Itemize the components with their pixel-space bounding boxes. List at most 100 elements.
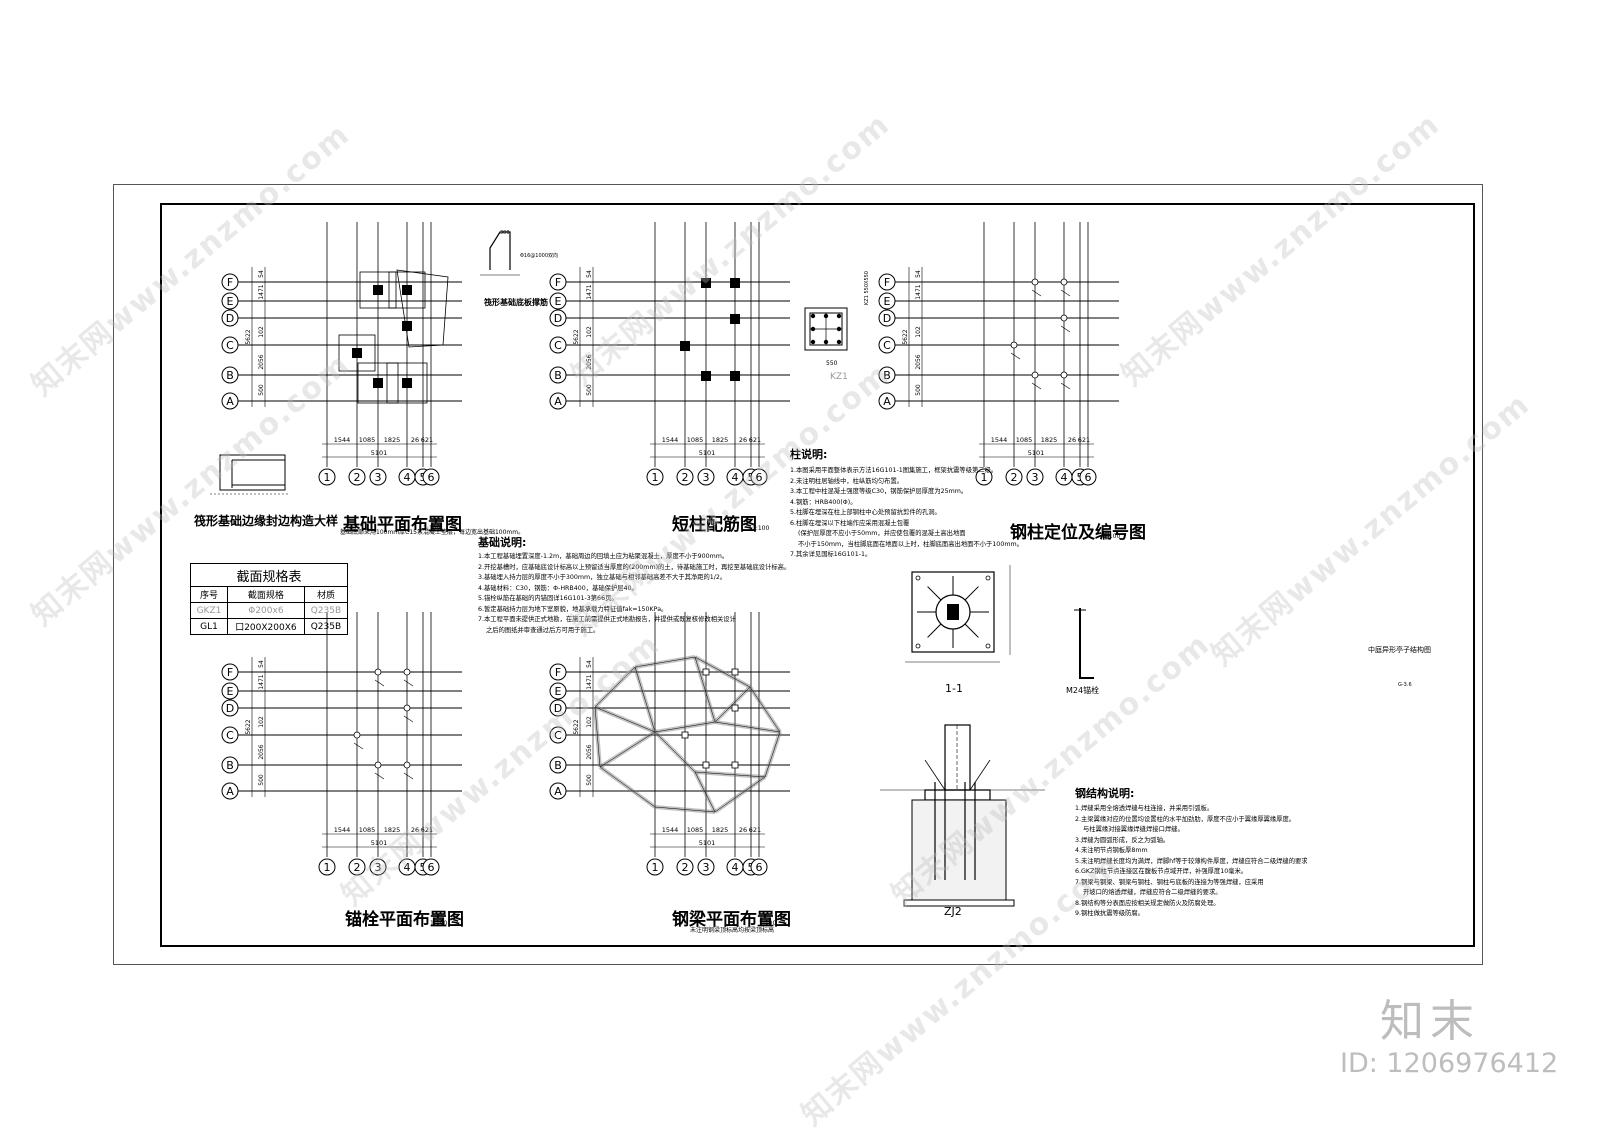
- dimension-text: 5622: [245, 329, 252, 344]
- foundation-plan-scale: 1:100: [423, 525, 441, 532]
- anchor-hole: [915, 643, 921, 649]
- table-cell: 口200X200X6: [226, 618, 305, 635]
- dimension-text: 1825: [712, 826, 729, 834]
- axis-label: A: [226, 785, 234, 798]
- support-bar: [489, 231, 511, 270]
- leader-line: [1060, 289, 1071, 297]
- kz1-rebar: [810, 313, 816, 319]
- leader-line: [374, 679, 385, 687]
- steel-column: [403, 704, 411, 712]
- axis-bubble: [1079, 468, 1097, 486]
- raft-edge-outline: [219, 454, 286, 491]
- column-notes-body: 1.本图采用平面整体表示方法16G101-1图集施工，框架抗震等级第二级。 2.…: [790, 466, 1023, 561]
- axis-bubble: [221, 309, 239, 327]
- steel-beam: [694, 771, 716, 813]
- bar-spacing-note: Φ16@1000双向: [520, 253, 559, 259]
- kz1-section: [804, 307, 848, 351]
- axis-label: 3: [375, 471, 382, 484]
- axis-bubble: [878, 336, 896, 354]
- dimension-text: 1825: [1041, 436, 1058, 444]
- dimension-text: 5101: [371, 839, 388, 847]
- raft-bottom-title: 筏形基础底板撑筋: [484, 298, 548, 307]
- axis-bubble: [348, 858, 366, 876]
- column-block: [402, 285, 412, 295]
- axis-label: 2: [354, 471, 361, 484]
- dimension-text: 500: [915, 384, 922, 396]
- foundation-bottom-note: 基础底部采用100mm厚C15素混凝土垫层，每边宽出基础100mm。: [340, 529, 525, 536]
- m24-label: M24锚栓: [1066, 686, 1100, 695]
- steel-beam: [594, 706, 601, 768]
- anchor-hole: [985, 575, 991, 581]
- stiffener: [964, 623, 979, 638]
- axis-label: 1: [652, 861, 659, 874]
- steel-beam: [654, 721, 716, 733]
- axis-bubble: [549, 366, 567, 384]
- axis-bubble: [221, 782, 239, 800]
- dimension-text: 5101: [699, 839, 716, 847]
- axis-label: E: [555, 685, 562, 698]
- axis-label: D: [554, 702, 562, 715]
- dimension-text: 5622: [245, 719, 252, 734]
- base-plate: [911, 571, 995, 653]
- axis-label: F: [884, 276, 890, 289]
- dimension-text: 1085: [359, 436, 376, 444]
- dimension-text: 102: [915, 326, 922, 338]
- axis-bubble: [878, 392, 896, 410]
- table-row: GKZ1 Φ200x6 Q235B: [190, 602, 349, 619]
- foundation-note-item: 5.锚栓纵筋在基础的内锚固详16G101-3第66页。: [478, 595, 618, 602]
- axis-label: E: [227, 295, 234, 308]
- axis-label: 6: [756, 861, 763, 874]
- column-block: [352, 348, 362, 358]
- axis-bubble: [549, 699, 567, 717]
- dim-300: 300: [500, 230, 510, 236]
- leader-line: [1060, 382, 1071, 390]
- lean-concrete: [903, 899, 1015, 907]
- rib-plate: [969, 759, 991, 791]
- dimension-text: 26: [739, 826, 747, 834]
- column-note-item: 不小于150mm，当柱脚底面在地面以上时，柱脚底面高出地面不小于100mm。: [798, 540, 1023, 548]
- foundation-note-item: 3.基础埋入持力层的厚度不小于300mm，独立基础与相邻基础高差不大于其净距的1…: [478, 574, 727, 581]
- axis-label: C: [554, 729, 562, 742]
- steel-column: [1031, 371, 1039, 379]
- axis-label: D: [883, 312, 891, 325]
- dimension-text: 26: [1068, 436, 1076, 444]
- column-note-item: (保护层厚度不应小于50mm，并应使包覆的混凝土高出地面: [798, 530, 966, 537]
- leader-line: [403, 679, 414, 687]
- dimension-text: 1544: [662, 436, 679, 444]
- dimension-text: 2056: [586, 354, 593, 369]
- axis-label: C: [226, 729, 234, 742]
- kz1-rebar: [810, 339, 816, 345]
- axis-bubble: [676, 468, 694, 486]
- dimension-text: 26: [411, 826, 419, 834]
- foundation-note-item: 7.本工程平面未提供正式地勘，在施工前需提供正式地勘报告，并提供或既复核修改相关…: [478, 616, 736, 623]
- steel-column: [731, 704, 739, 712]
- axis-label: 2: [682, 861, 689, 874]
- axis-bubble: [549, 726, 567, 744]
- axis-bubble: [975, 468, 993, 486]
- dimension-text: 1471: [586, 674, 593, 689]
- axis-label: 3: [1032, 471, 1039, 484]
- axis-bubble: [549, 782, 567, 800]
- anchor-hole: [915, 575, 921, 581]
- axis-bubble: [676, 858, 694, 876]
- steel-note-item: 7.钢梁与钢梁、钢梁与钢柱、钢柱与底板的连接为等强焊缝，应采用: [1075, 878, 1264, 886]
- dimension-text: 1085: [359, 826, 376, 834]
- steel-notes-title: 钢结构说明:: [1075, 787, 1135, 800]
- foundation-note-item: 之后的图纸并审查通过后方可用于施工。: [486, 626, 600, 634]
- steel-beam: [599, 766, 656, 808]
- dimension-text: 102: [258, 716, 265, 728]
- section-spec-table: 截面规格表 序号 截面规格 材质 GKZ1 Φ200x6 Q235B GL1 口…: [190, 563, 349, 635]
- table-row: GL1 口200X200X6 Q235B: [190, 618, 349, 635]
- steel-note-item: 3.焊缝为圆弧形成，反之为弧轴。: [1075, 836, 1170, 844]
- steel-beam-title: 钢梁平面布置图: [672, 910, 791, 930]
- leader-line: [403, 715, 414, 723]
- axis-label: B: [554, 759, 562, 772]
- table-header: 材质: [303, 586, 349, 603]
- dimension-text: 2056: [586, 744, 593, 759]
- dimension-text: 500: [586, 774, 593, 786]
- steel-beam: [654, 731, 696, 773]
- footing-pad: [388, 271, 426, 309]
- steel-beam: [694, 656, 751, 688]
- dimension-text: 54: [258, 270, 265, 278]
- concrete-pier: [911, 799, 1007, 901]
